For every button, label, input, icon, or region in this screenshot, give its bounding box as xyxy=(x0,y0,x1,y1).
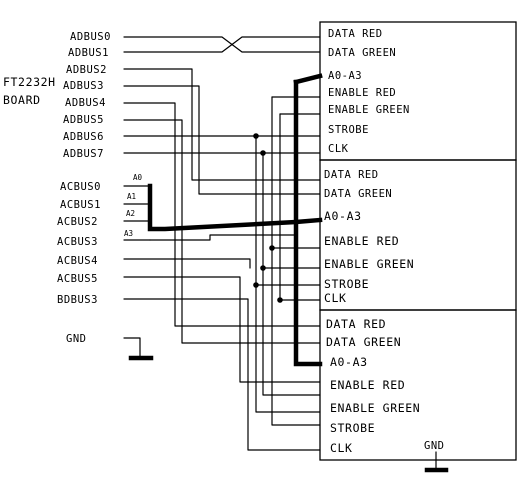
wire-adbus5-panel3-data-green xyxy=(123,119,321,344)
pin-label-gnd: GND xyxy=(66,333,86,345)
wire-acbus3-enable xyxy=(149,234,297,241)
address-label-a3: A3 xyxy=(124,229,133,238)
panel2-pin-enable-red: ENABLE RED xyxy=(324,234,399,248)
wire-acbus4 xyxy=(123,258,251,269)
panel3-pin-enable-red: ENABLE RED xyxy=(330,378,405,392)
panel3-gnd-label: GND xyxy=(424,440,444,452)
pin-label-acbus4: ACBUS4 xyxy=(57,255,98,267)
address-bus-panel2 xyxy=(147,183,323,232)
junction-dot xyxy=(253,282,259,288)
panel3-pin-data-green: DATA GREEN xyxy=(326,335,401,349)
panel3-pin-data-red: DATA RED xyxy=(326,317,386,331)
wire-trunk-clk xyxy=(262,152,321,396)
panel3-pin-enable-green: ENABLE GREEN xyxy=(330,401,420,415)
panel1-pin-enable-green: ENABLE GREEN xyxy=(328,104,410,116)
pin-label-acbus2: ACBUS2 xyxy=(57,216,98,228)
panel1-pin-data-red: DATA RED xyxy=(328,28,383,40)
wire-acbus5 xyxy=(123,276,321,383)
wire-trunk-a xyxy=(271,96,321,426)
junction-dot xyxy=(260,150,266,156)
pin-label-adbus2: ADBUS2 xyxy=(66,64,107,76)
junction-dot xyxy=(269,245,275,251)
pin-label-acbus0: ACBUS0 xyxy=(60,181,101,193)
junction-dot xyxy=(253,133,259,139)
pin-label-adbus1: ADBUS1 xyxy=(68,47,109,59)
pin-label-adbus6: ADBUS6 xyxy=(63,131,104,143)
board-title-line1: FT2232H xyxy=(3,75,56,89)
pin-label-acbus3: ACBUS3 xyxy=(57,236,98,248)
panel2-pin-a0-a3: A0-A3 xyxy=(324,209,362,223)
address-label-a2: A2 xyxy=(126,209,135,218)
panel2-pin-clk: CLK xyxy=(324,291,347,305)
pin-label-bdbus3: BDBUS3 xyxy=(57,294,98,306)
panel1-pin-a0-a3: A0-A3 xyxy=(328,70,362,82)
pin-label-adbus5: ADBUS5 xyxy=(63,114,104,126)
wire-trunk-b xyxy=(279,113,321,301)
panel1-pin-enable-red: ENABLE RED xyxy=(328,87,396,99)
panel3-pin-clk: CLK xyxy=(330,441,353,455)
panel1-pin-strobe: STROBE xyxy=(328,124,369,136)
panel1-pin-clk: CLK xyxy=(328,143,349,155)
pin-label-adbus7: ADBUS7 xyxy=(63,148,104,160)
panel3-pin-a0-a3: A0-A3 xyxy=(330,355,368,369)
wire-gnd xyxy=(123,337,141,357)
pin-label-adbus0: ADBUS0 xyxy=(70,31,111,43)
panel1-pin-data-green: DATA GREEN xyxy=(328,47,396,59)
pin-label-adbus4: ADBUS4 xyxy=(65,97,106,109)
address-label-a1: A1 xyxy=(127,192,136,201)
address-bus-panel1 xyxy=(293,73,323,85)
panel2-pin-data-red: DATA RED xyxy=(324,169,379,181)
wire-adbus1-data-red xyxy=(123,36,321,53)
panel2-pin-strobe: STROBE xyxy=(324,277,369,291)
pin-label-acbus5: ACBUS5 xyxy=(57,273,98,285)
wire-adbus0-data-green xyxy=(123,36,321,53)
pin-label-acbus1: ACBUS1 xyxy=(60,199,101,211)
panel2-pin-enable-green: ENABLE GREEN xyxy=(324,257,414,271)
junction-dot xyxy=(277,297,283,303)
pin-label-adbus3: ADBUS3 xyxy=(63,80,104,92)
junction-dot xyxy=(260,265,266,271)
panel3-pin-strobe: STROBE xyxy=(330,421,375,435)
panel2-pin-data-green: DATA GREEN xyxy=(324,188,392,200)
panel-3-box xyxy=(319,309,517,461)
address-label-a0: A0 xyxy=(133,173,143,182)
wire-adbus3-panel2-data-green xyxy=(123,85,321,195)
address-bus-trunk xyxy=(293,79,323,367)
wire-trunk-strobe xyxy=(255,135,321,413)
wire-bdbus3 xyxy=(123,298,321,451)
board-title-line2: BOARD xyxy=(3,93,41,107)
